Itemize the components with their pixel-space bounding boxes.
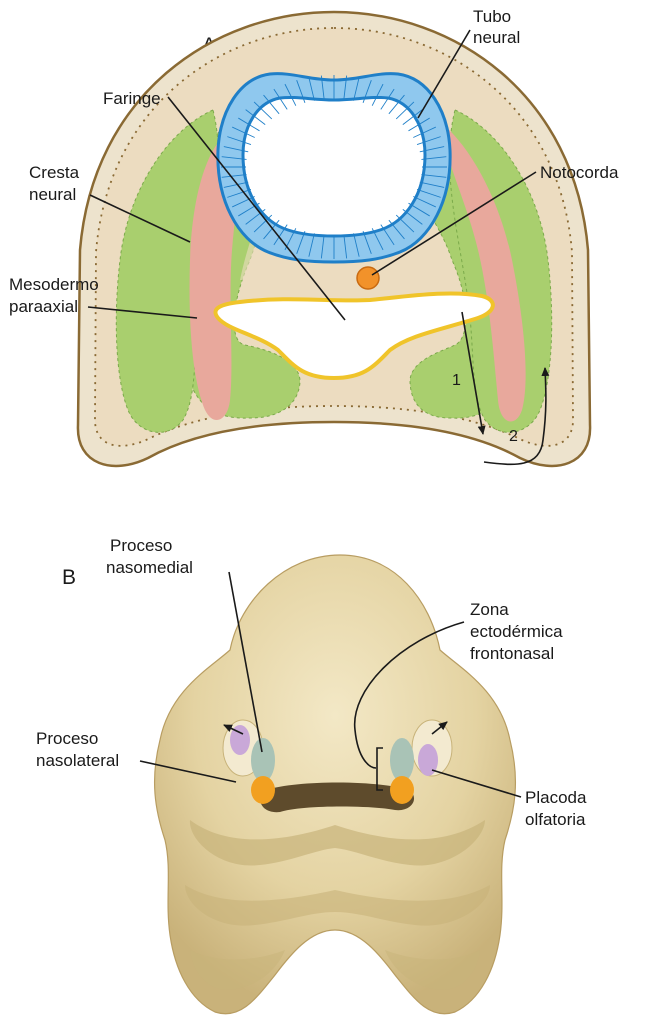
label-cresta-neural-1: Cresta xyxy=(29,163,80,182)
label-tubo-neural-1: Tubo xyxy=(473,7,511,26)
label-nasomedial-2: nasomedial xyxy=(106,558,193,577)
olfactory-placode-right xyxy=(390,776,414,804)
label-tubo-neural-2: neural xyxy=(473,28,520,47)
label-placoda-1: Placoda xyxy=(525,788,587,807)
neural-tube-lumen xyxy=(243,97,425,236)
panel-a: A 1 2 Tubo neural Faringe xyxy=(9,7,619,466)
label-zona-1: Zona xyxy=(470,600,509,619)
panel-b: B Proceso nasomedial Zona ectodérmica fr… xyxy=(36,536,587,1014)
label-nasolateral-2: nasolateral xyxy=(36,751,119,770)
nasomedial-process-left xyxy=(251,738,275,782)
label-zona-3: frontonasal xyxy=(470,644,554,663)
label-faringe: Faringe xyxy=(103,89,161,108)
label-nasomedial-1: Proceso xyxy=(110,536,172,555)
panel-b-letter: B xyxy=(62,566,76,589)
arrow-1-label: 1 xyxy=(452,372,461,389)
label-placoda-2: olfatoria xyxy=(525,810,586,829)
label-nasolateral-1: Proceso xyxy=(36,729,98,748)
label-mesodermo-1: Mesodermo xyxy=(9,275,99,294)
olfactory-placode-left xyxy=(251,776,275,804)
label-zona-2: ectodérmica xyxy=(470,622,563,641)
label-mesodermo-2: paraaxial xyxy=(9,297,78,316)
label-notocorda: Notocorda xyxy=(540,163,619,182)
nasomedial-process-right xyxy=(390,738,414,782)
label-cresta-neural-2: neural xyxy=(29,185,76,204)
notochord xyxy=(357,267,379,289)
arrow-2-label: 2 xyxy=(509,428,518,445)
